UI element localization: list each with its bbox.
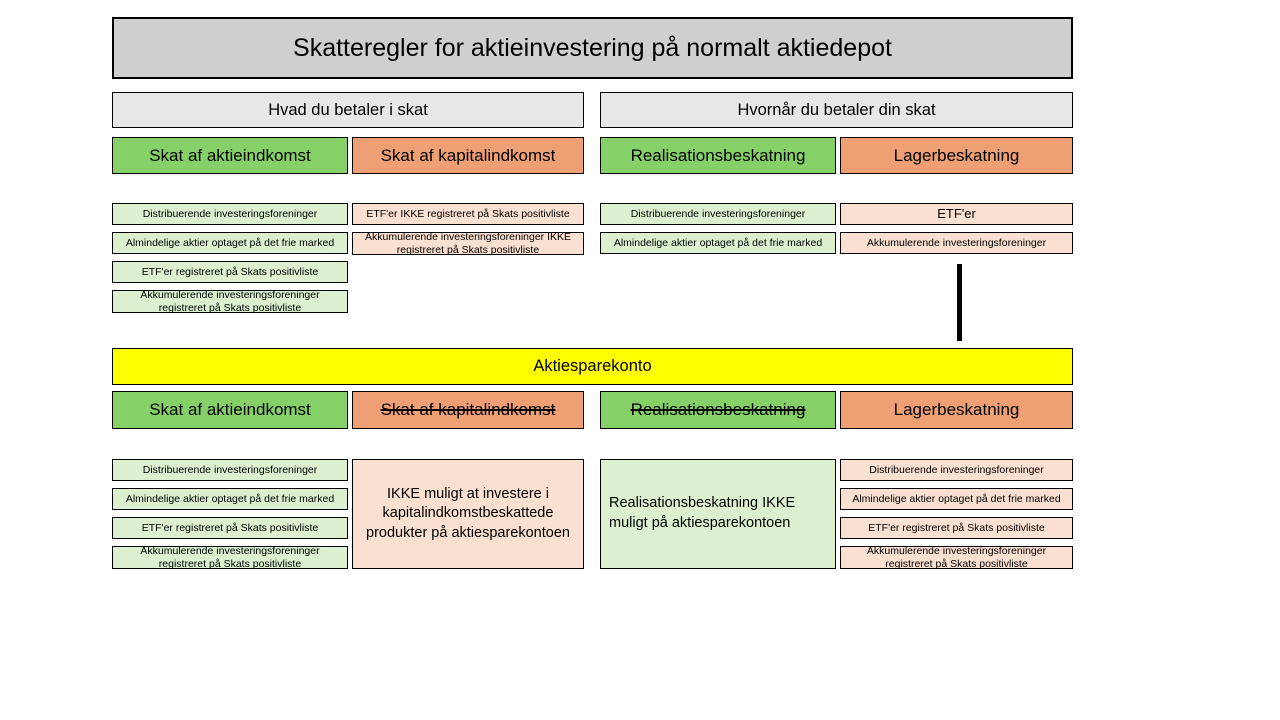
ask-item-lagerbeskatning-2[interactable]: Almindelige aktier optaget på det frie m…: [840, 488, 1073, 510]
ask-category-header-lagerbeskatning[interactable]: Lagerbeskatning: [840, 391, 1073, 429]
ask-item-aktieindkomst-3[interactable]: ETF'er registreret på Skats positivliste: [112, 517, 348, 539]
ask-category-header-kapitalindkomst[interactable]: Skat af kapitalindkomst: [352, 391, 584, 429]
ask-item-lagerbeskatning-4[interactable]: Akkumulerende investeringsforeninger reg…: [840, 545, 1073, 570]
depot-item-kapitalindkomst-1[interactable]: ETF'er IKKE registreret på Skats positiv…: [352, 203, 584, 225]
depot-item-aktieindkomst-2[interactable]: Almindelige aktier optaget på det frie m…: [112, 232, 348, 254]
ask-note-kapitalindkomst: IKKE muligt at investere i kapitalindkom…: [352, 459, 584, 569]
ask-item-lagerbeskatning-3[interactable]: ETF'er registreret på Skats positivliste: [840, 517, 1073, 539]
section-header-when: Hvornår du betaler din skat: [600, 92, 1073, 128]
aktiesparekonto-banner: Aktiesparekonto: [112, 348, 1073, 385]
ask-category-header-realisationsbeskatning[interactable]: Realisationsbeskatning: [600, 391, 836, 429]
depot-category-header-kapitalindkomst[interactable]: Skat af kapitalindkomst: [352, 137, 584, 174]
ask-note-realisationsbeskatning: Realisationsbeskatning IKKE muligt på ak…: [600, 459, 836, 569]
depot-item-realisationsbeskatning-2[interactable]: Almindelige aktier optaget på det frie m…: [600, 232, 836, 254]
depot-item-aktieindkomst-1[interactable]: Distribuerende investeringsforeninger: [112, 203, 348, 225]
depot-category-header-realisationsbeskatning[interactable]: Realisationsbeskatning: [600, 137, 836, 174]
depot-item-realisationsbeskatning-1[interactable]: Distribuerende investeringsforeninger: [600, 203, 836, 225]
connector-line-lagerbeskatning-to-aktiesparekonto: [957, 264, 962, 341]
ask-item-aktieindkomst-1[interactable]: Distribuerende investeringsforeninger: [112, 459, 348, 481]
depot-item-kapitalindkomst-2[interactable]: Akkumulerende investeringsforeninger IKK…: [352, 231, 584, 256]
ask-category-header-aktieindkomst[interactable]: Skat af aktieindkomst: [112, 391, 348, 429]
ask-item-aktieindkomst-2[interactable]: Almindelige aktier optaget på det frie m…: [112, 488, 348, 510]
ask-item-lagerbeskatning-1[interactable]: Distribuerende investeringsforeninger: [840, 459, 1073, 481]
depot-category-header-aktieindkomst[interactable]: Skat af aktieindkomst: [112, 137, 348, 174]
depot-item-lagerbeskatning-2[interactable]: Akkumulerende investeringsforeninger: [840, 232, 1073, 254]
ask-item-aktieindkomst-4[interactable]: Akkumulerende investeringsforeninger reg…: [112, 545, 348, 570]
section-header-what: Hvad du betaler i skat: [112, 92, 584, 128]
depot-item-aktieindkomst-4[interactable]: Akkumulerende investeringsforeninger reg…: [112, 289, 348, 314]
diagram-title: Skatteregler for aktieinvestering på nor…: [112, 17, 1073, 79]
depot-item-lagerbeskatning-1[interactable]: ETF'er: [840, 203, 1073, 225]
depot-category-header-lagerbeskatning[interactable]: Lagerbeskatning: [840, 137, 1073, 174]
depot-item-aktieindkomst-3[interactable]: ETF'er registreret på Skats positivliste: [112, 261, 348, 283]
